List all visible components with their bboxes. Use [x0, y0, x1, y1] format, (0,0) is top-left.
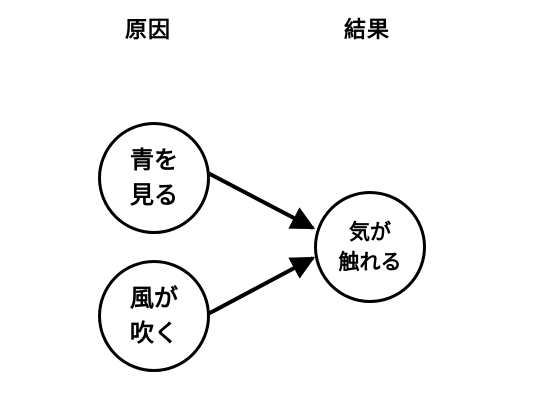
cause-column-header: 原因: [125, 18, 172, 43]
node-feel-touched-line1: 気が: [349, 219, 391, 244]
node-wind-blows: 風が 吹く: [98, 260, 210, 372]
node-feel-touched-line2: 触れる: [338, 250, 402, 274]
edge-wind-blows-to-feel-touched: [207, 256, 316, 316]
effect-column-header: 結果: [344, 18, 391, 43]
node-wind-blows-line2: 吹く: [130, 319, 178, 347]
node-see-blue-line1: 青を: [130, 146, 178, 175]
node-wind-blows-line1: 風が: [130, 284, 178, 313]
node-see-blue-line2: 見る: [130, 181, 178, 209]
node-see-blue: 青を 見る: [98, 122, 210, 234]
node-feel-touched: 気が 触れる: [314, 191, 426, 303]
edge-see-blue-to-feel-touched: [207, 171, 316, 230]
